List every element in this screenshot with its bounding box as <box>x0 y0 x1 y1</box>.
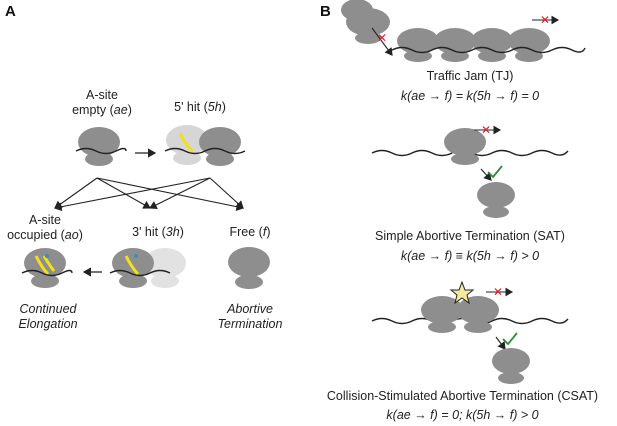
svg-text:✕: ✕ <box>493 285 503 299</box>
panel-label-a: A <box>5 3 16 20</box>
svg-text:✕: ✕ <box>377 31 387 45</box>
svg-text:✕: ✕ <box>540 13 550 27</box>
tj-illustration: ✕ ✕ <box>341 0 586 62</box>
scenario-title-tj: Traffic Jam (TJ) <box>426 69 514 83</box>
transition-arrows <box>53 177 245 212</box>
ribosome-5h <box>164 125 246 166</box>
state-label-5h: 5' hit (5h) <box>174 100 226 114</box>
state-label-3h: 3' hit (3h) <box>132 225 184 239</box>
scenario-title-csat: Collision-Stimulated Abortive Terminatio… <box>326 389 599 403</box>
sat-illustration: ✕ <box>371 123 569 218</box>
scenario-title-sat: Simple Abortive Termination (SAT) <box>375 229 565 243</box>
csat-illustration: ✕ <box>371 280 569 384</box>
state-label-free: Free (f) <box>229 225 271 239</box>
outcome-abortive-termination: Abortive Termination <box>217 302 283 331</box>
state-label-ae: A-site empty (ae) <box>72 88 132 117</box>
scenario-equation-tj: k(ae → f) = k(5h → f) = 0 <box>400 89 540 103</box>
svg-text:✕: ✕ <box>481 123 491 137</box>
outcome-continued-elongation: Continued Elongation <box>18 302 78 331</box>
ribosome-ae <box>75 127 127 166</box>
collision-star-icon <box>449 280 475 305</box>
ribosome-free <box>228 247 270 289</box>
ribosome-3h <box>109 248 186 288</box>
scenario-equation-csat: k(ae → f) = 0; k(5h → f) > 0 <box>386 408 539 422</box>
ribosome-ao <box>21 248 73 288</box>
panel-label-b: B <box>320 3 331 20</box>
scenario-equation-sat: k(ae → f) ≡ k(5h → f) > 0 <box>400 249 540 263</box>
state-label-ao: A-site occupied (ao) <box>7 213 83 242</box>
